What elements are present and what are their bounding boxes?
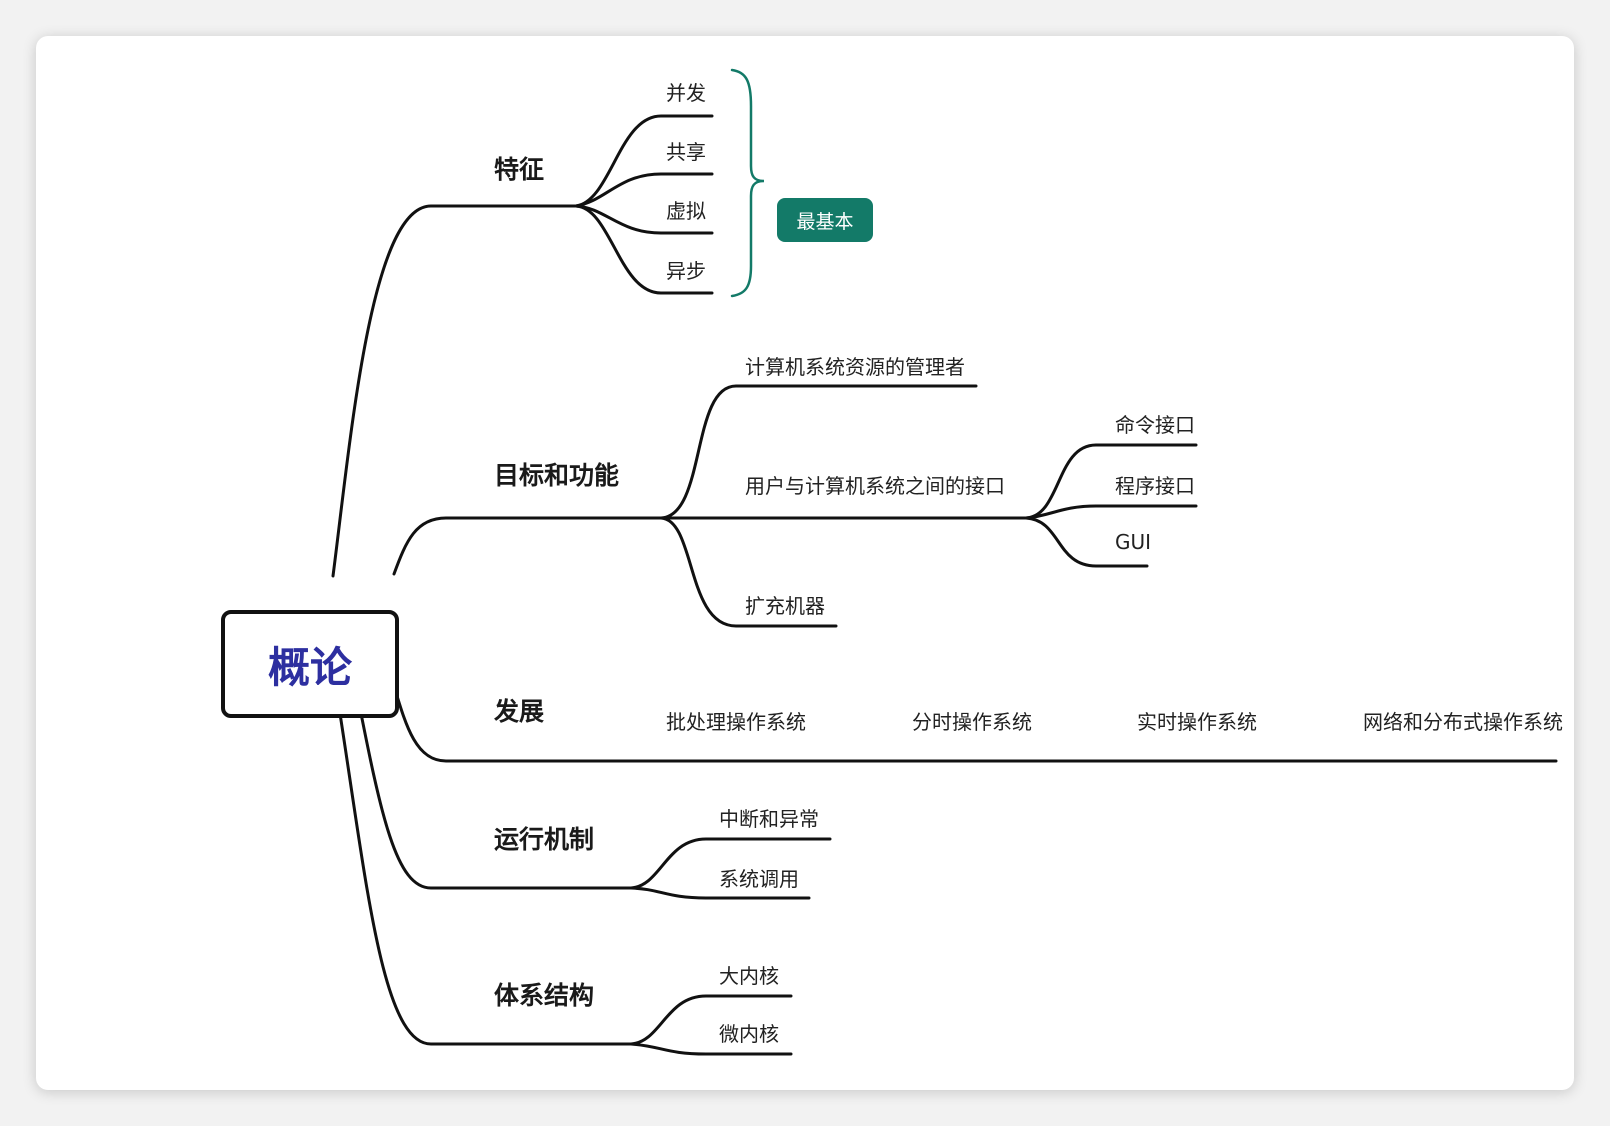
tixi-child[interactable]: 微内核 [719,1022,779,1046]
branch-tixi[interactable]: 体系结构 [494,981,595,1010]
yunxing-child[interactable]: 中断和异常 [719,807,819,831]
jiekou-child[interactable]: 命令接口 [1115,413,1195,437]
tezheng-child[interactable]: 并发 [666,81,706,105]
tezheng-child[interactable]: 异步 [666,259,706,283]
tezheng-child[interactable]: 虚拟 [666,199,706,223]
mubiao-child[interactable]: 用户与计算机系统之间的接口 [745,474,1005,498]
tezheng-child[interactable]: 共享 [666,140,706,164]
branch-yunxing[interactable]: 运行机制 [494,825,595,854]
root-node[interactable]: 概论 [221,610,399,718]
mind-map-canvas: 概论 特征 目标和功能 发展 运行机制 体系结构 并发 共享 虚拟 异步 最基本… [36,36,1574,1090]
branch-fazhan[interactable]: 发展 [494,697,545,726]
fazhan-child[interactable]: 批处理操作系统 [666,710,806,734]
root-label: 概论 [267,642,352,692]
summary-badge[interactable]: 最基本 [777,198,873,242]
mubiao-child[interactable]: 扩充机器 [745,594,825,618]
fazhan-child[interactable]: 网络和分布式操作系统 [1363,710,1563,734]
mubiao-child[interactable]: 计算机系统资源的管理者 [745,355,965,379]
yunxing-child[interactable]: 系统调用 [719,867,799,891]
tixi-child[interactable]: 大内核 [719,964,779,988]
jiekou-child[interactable]: 程序接口 [1115,474,1195,498]
branch-mubiao[interactable]: 目标和功能 [494,461,620,490]
fazhan-child[interactable]: 实时操作系统 [1137,710,1257,734]
summary-brace [730,68,765,298]
branch-tezheng[interactable]: 特征 [494,155,545,184]
jiekou-child[interactable]: GUI [1115,530,1152,554]
fazhan-child[interactable]: 分时操作系统 [912,710,1032,734]
connector-lines [331,68,1558,1056]
summary-label: 最基本 [796,210,854,233]
